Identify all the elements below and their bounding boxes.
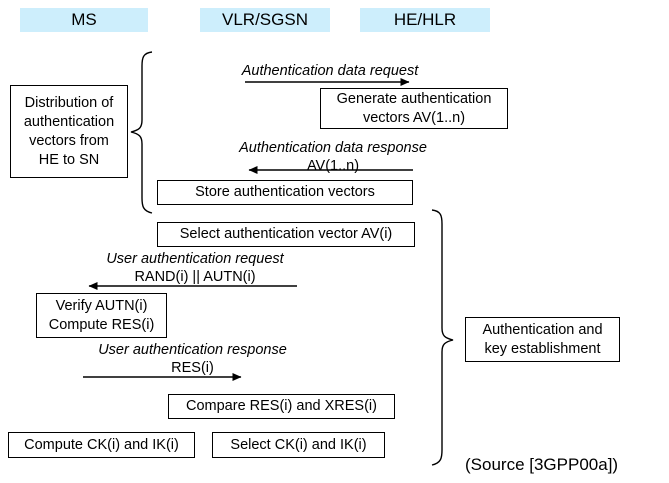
phase-distribution-line1: Distribution of (24, 94, 114, 111)
message-label-authentication-data-response: Authentication data response (239, 140, 427, 156)
action-box-store-authentication-vectors: Store authentication vectors (157, 180, 413, 205)
action-box-compute-ck-ik: Compute CK(i) and IK(i) (8, 432, 195, 458)
message-label-authentication-data-request: Authentication data request (241, 63, 419, 79)
action-box-verify-autn-compute-res: Verify AUTN(i) Compute RES(i) (36, 293, 167, 338)
phase-auth-key-line2: key establishment (484, 340, 601, 357)
message-param-user-authentication-request: RAND(i) || AUTN(i) (134, 269, 256, 285)
phase-distribution-line2: authentication (23, 113, 115, 130)
message-label-user-authentication-response: User authentication response (98, 342, 287, 358)
action-select-ck-ik-label: Select CK(i) and IK(i) (230, 436, 367, 453)
brace-auth-key-establishment-phase (431, 209, 454, 466)
action-generate-vectors-line2: vectors AV(1..n) (362, 109, 466, 126)
action-verify-autn-line1: Verify AUTN(i) (55, 297, 148, 314)
phase-auth-key-line1: Authentication and (482, 321, 603, 338)
phase-distribution-line3: vectors from (29, 132, 109, 149)
phase-box-distribution: Distribution of authentication vectors f… (10, 85, 128, 178)
phase-box-auth-key-establishment: Authentication and key establishment (465, 317, 620, 362)
message-label-user-authentication-request: User authentication request (106, 251, 284, 267)
message-param-user-authentication-response: RES(i) (171, 360, 214, 376)
column-header-he-hlr: HE/HLR (360, 8, 490, 32)
phase-distribution-line4: HE to SN (38, 151, 100, 168)
column-header-vlr-sgsn: VLR/SGSN (200, 8, 330, 32)
action-box-select-ck-ik: Select CK(i) and IK(i) (212, 432, 385, 458)
column-header-ms: MS (20, 8, 148, 32)
message-param-authentication-data-response: AV(1..n) (306, 158, 360, 174)
action-box-select-authentication-vector: Select authentication vector AV(i) (157, 222, 415, 247)
action-box-generate-authentication-vectors: Generate authentication vectors AV(1..n) (320, 88, 508, 129)
action-select-vector-label: Select authentication vector AV(i) (179, 226, 393, 242)
action-compute-ck-ik-label: Compute CK(i) and IK(i) (24, 436, 179, 453)
action-generate-vectors-line1: Generate authentication (336, 90, 492, 107)
action-box-compare-res-xres: Compare RES(i) and XRES(i) (168, 394, 395, 419)
action-compute-res-line2: Compute RES(i) (48, 316, 155, 333)
source-attribution: (Source [3GPP00a]) (465, 455, 619, 474)
brace-distribution-phase (130, 51, 153, 214)
action-store-vectors-label: Store authentication vectors (195, 184, 375, 200)
action-compare-res-label: Compare RES(i) and XRES(i) (186, 398, 377, 414)
